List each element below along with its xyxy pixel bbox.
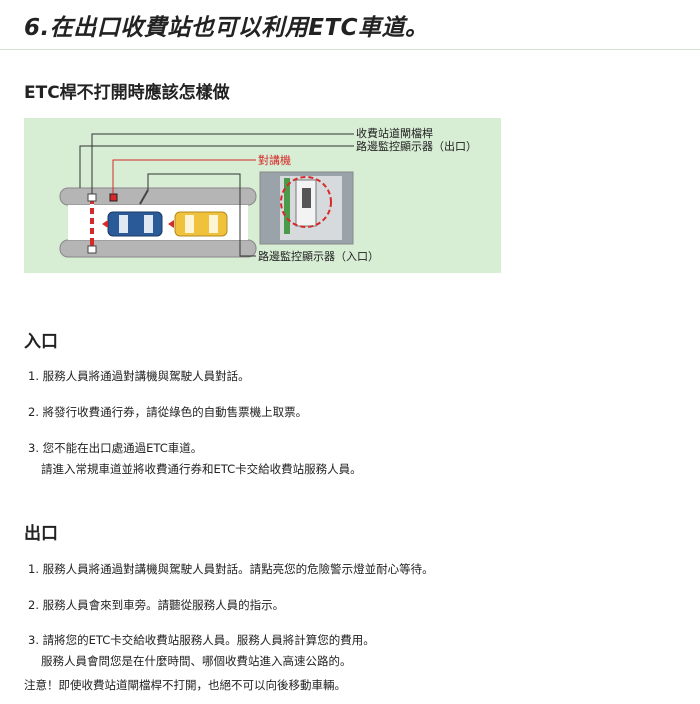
leader-barrier bbox=[91, 133, 354, 194]
diagram-svg: 收費站道閘檔桿 路邊監控顯示器（出口） 對講機 路邊監控顯示器（入口） bbox=[59, 126, 477, 263]
title-bar: 6.在出口收費站也可以利用ETC車道。 bbox=[0, 0, 700, 50]
yellow-car-window bbox=[185, 215, 194, 233]
list-item: 2. 服務人員會來到車旁。請聽從服務人員的指示。 bbox=[28, 597, 284, 613]
label-barrier: 收費站道閘檔桿 bbox=[356, 126, 433, 140]
entry-item-text: 3. 您不能在出口處通過ETC車道。 bbox=[28, 441, 203, 455]
list-item: 1. 服務人員將通過對講機與駕駛人員對話。請點亮您的危險警示燈並耐心等待。 bbox=[28, 561, 434, 577]
list-item: 2. 將發行收費通行券，請從綠色的自動售票機上取票。 bbox=[28, 404, 307, 420]
intercom-highlight-circle bbox=[280, 176, 332, 228]
list-item: 3. 請將您的ETC卡交給收費站服務人員。服務人員將計算您的費用。 服務人員會問… bbox=[28, 632, 375, 669]
intercom-marker bbox=[109, 193, 118, 202]
blue-car bbox=[107, 211, 163, 237]
barrier-bottom-base bbox=[87, 245, 97, 254]
warning-note: 注意！即使收費站道閘檔桿不打開，也絕不可以向後移動車輛。 bbox=[24, 678, 346, 692]
exit-item-text: 2. 服務人員會來到車旁。請聽從服務人員的指示。 bbox=[28, 598, 285, 612]
entry-item-text: 1. 服務人員將通過對講機與駕駛人員對話。 bbox=[28, 369, 250, 383]
page-title: 6.在出口收費站也可以利用ETC車道。 bbox=[24, 15, 429, 41]
barrier-pole-stripe bbox=[90, 204, 94, 208]
yellow-car-window bbox=[209, 215, 218, 233]
barrier-pole bbox=[90, 198, 94, 248]
exit-item-text: 1. 服務人員將通過對講機與駕駛人員對話。請點亮您的危險警示燈並耐心等待。 bbox=[28, 562, 434, 576]
leader-exit-display bbox=[79, 145, 354, 188]
blue-car-window bbox=[144, 215, 153, 233]
list-item: 1. 服務人員將通過對講機與駕駛人員對話。 bbox=[28, 368, 250, 384]
entry-item-text: 2. 將發行收費通行券，請從綠色的自動售票機上取票。 bbox=[28, 405, 308, 419]
arrow-left-icon bbox=[168, 220, 174, 228]
entry-item-text-continued: 請進入常規車道並將收費通行券和ETC卡交給收費站服務人員。 bbox=[41, 462, 362, 476]
barrier-pole-stripe bbox=[90, 214, 94, 218]
arrow-left-icon bbox=[102, 220, 108, 228]
entry-section-heading: 入口 bbox=[24, 332, 58, 352]
etc-section-heading: ETC桿不打開時應該怎樣做 bbox=[24, 83, 230, 103]
label-intercom: 對講機 bbox=[258, 153, 291, 167]
photo-device bbox=[302, 188, 311, 208]
leader-entry-display bbox=[147, 173, 256, 257]
leader-intercom bbox=[112, 159, 256, 194]
barrier-top-base bbox=[87, 193, 97, 202]
yellow-car bbox=[174, 211, 228, 237]
photo-strip bbox=[284, 178, 290, 234]
exit-item-text-continued: 服務人員會問您是在什麼時間、哪個收費站進入高速公路的。 bbox=[41, 654, 352, 668]
exit-section-heading: 出口 bbox=[24, 524, 58, 544]
exit-item-text: 3. 請將您的ETC卡交給收費站服務人員。服務人員將計算您的費用。 bbox=[28, 633, 375, 647]
barrier-pole-stripe bbox=[90, 224, 94, 228]
list-item: 3. 您不能在出口處通過ETC車道。 請進入常規車道並將收費通行券和ETC卡交給… bbox=[28, 440, 362, 477]
etc-lane-diagram: 收費站道閘檔桿 路邊監控顯示器（出口） 對講機 路邊監控顯示器（入口） bbox=[24, 118, 501, 273]
label-entry-display: 路邊監控顯示器（入口） bbox=[258, 249, 379, 263]
label-exit-display: 路邊監控顯示器（出口） bbox=[356, 139, 477, 153]
barrier-pole-stripe bbox=[90, 234, 94, 238]
entry-display-marker bbox=[139, 189, 149, 205]
blue-car-window bbox=[119, 215, 128, 233]
